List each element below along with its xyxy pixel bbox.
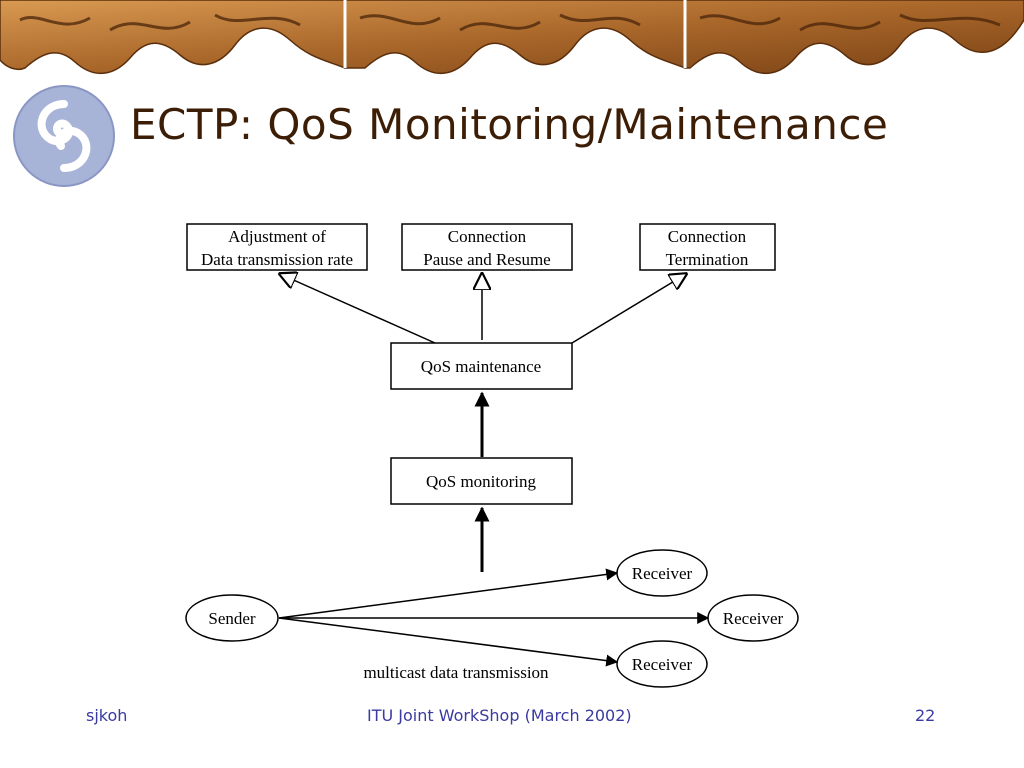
- receiver-node-top: Receiver: [616, 549, 708, 597]
- receiver-label-top: Receiver: [632, 564, 693, 583]
- receiver-label-bottom: Receiver: [632, 655, 693, 674]
- pause-resume-box: Connection Pause and Resume: [401, 223, 573, 271]
- receiver-node-bottom: Receiver: [616, 640, 708, 688]
- footer-event: ITU Joint WorkShop (March 2002): [367, 706, 632, 725]
- arrow-sender-to-receiver-top: [278, 568, 619, 619]
- termination-box: Connection Termination: [639, 223, 776, 271]
- receiver-label-middle: Receiver: [723, 609, 784, 628]
- receiver-node-middle: Receiver: [707, 594, 799, 642]
- qos-maintenance-label: QoS maintenance: [421, 357, 541, 376]
- pause-resume-box-line1: Connection: [448, 227, 527, 246]
- pause-resume-box-line2: Pause and Resume: [423, 250, 550, 269]
- termination-box-line1: Connection: [668, 227, 747, 246]
- qos-maintenance-box: QoS maintenance: [390, 342, 573, 390]
- sender-label: Sender: [208, 609, 256, 628]
- adjustment-box-line2: Data transmission rate: [201, 250, 353, 269]
- sender-node: Sender: [185, 594, 279, 642]
- arrow-to-adjustment: [280, 274, 436, 344]
- qos-monitoring-box: QoS monitoring: [390, 457, 573, 505]
- arrow-to-termination: [571, 274, 686, 344]
- adjustment-box: Adjustment of Data transmission rate: [186, 223, 368, 271]
- qos-monitoring-label: QoS monitoring: [426, 472, 537, 491]
- multicast-label: multicast data transmission: [363, 663, 549, 682]
- adjustment-box-line1: Adjustment of: [228, 227, 326, 246]
- swirl-logo-icon: [13, 85, 115, 187]
- arrow-sender-to-receiver-bottom: [278, 617, 619, 667]
- termination-box-line2: Termination: [666, 250, 749, 269]
- decorative-banner: [0, 0, 1024, 75]
- footer-page-number: 22: [915, 706, 936, 725]
- page-title: ECTP: QoS Monitoring/Maintenance: [130, 100, 889, 149]
- footer-author: sjkoh: [86, 706, 128, 725]
